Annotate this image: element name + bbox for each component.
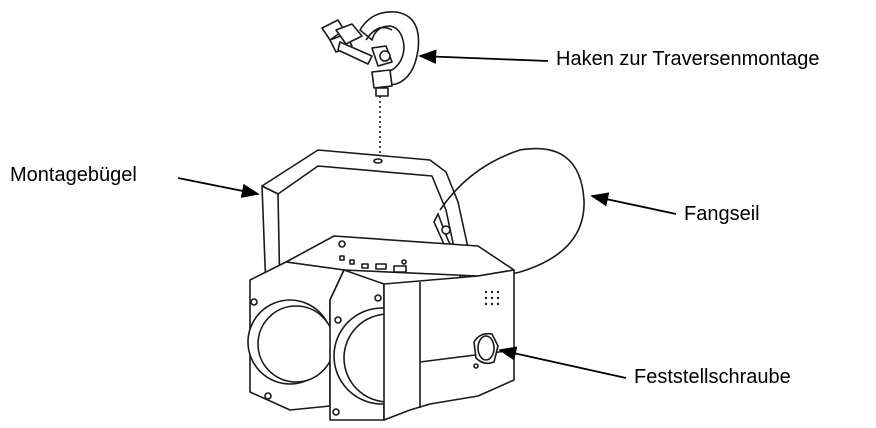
- arrow-hook: [418, 49, 549, 64]
- callout-arrows: [177, 49, 677, 379]
- truss-hook-clamp: [321, 11, 420, 97]
- label-safety-cable: Fangseil: [684, 203, 760, 225]
- fixture-body: [247, 235, 515, 421]
- arrow-cable: [590, 192, 677, 215]
- label-mounting-bracket: Montagebügel: [10, 164, 137, 186]
- arrow-bracket: [177, 177, 260, 198]
- label-truss-hook: Haken zur Traversenmontage: [556, 48, 820, 70]
- arrow-screw: [498, 346, 627, 379]
- label-locking-screw: Feststellschraube: [634, 366, 791, 388]
